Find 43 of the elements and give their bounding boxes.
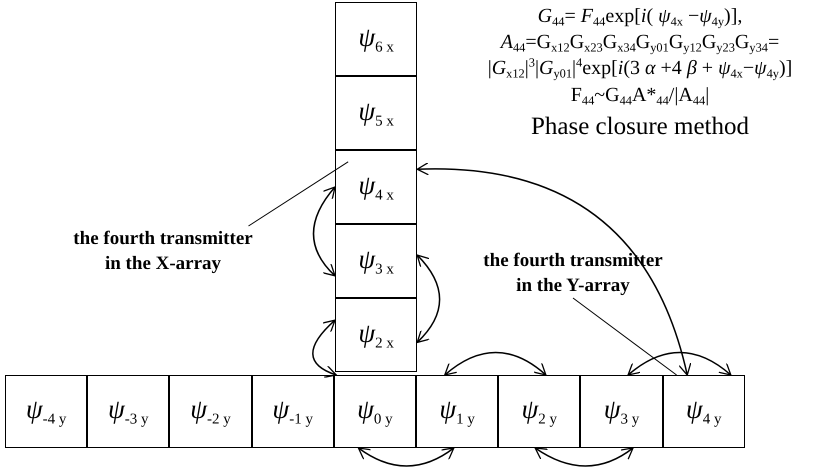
array-cell: [169, 375, 252, 448]
formula: G$_{44}$= F$_{44}$exp[i( ψ$_{4x}$ −ψ$_{4y}$)],: [536, 6, 744, 28]
array-cell: [335, 76, 418, 150]
formula: |G$_{x12}$|$^{3}$|G$_{y01}$|$^{4}$exp[i(3 α +4 β + ψ$_{4x}$−ψ$_{4y}$)]: [486, 57, 794, 81]
leader-line: [248, 161, 349, 226]
phase-label: ψ$_{2 x}$: [358, 318, 394, 352]
array-cell: [5, 375, 88, 448]
array-cell: [580, 375, 663, 448]
arrow: [416, 162, 691, 376]
phase-label: ψ$_{-1 y}$: [272, 394, 313, 429]
phase-label: ψ$_{4 y}$: [686, 394, 722, 429]
phase-label: ψ$_{6 x}$: [358, 22, 394, 56]
phase-label: ψ$_{4 x}$: [358, 170, 394, 204]
phase-label: ψ$_{3 x}$: [358, 244, 394, 278]
array-cell: [335, 150, 418, 224]
array-cell: [416, 375, 498, 448]
phase-label: ψ$_{2 y}$: [522, 394, 558, 429]
arrow: [627, 352, 732, 376]
method-title: Phase closure method: [530, 114, 750, 139]
arrow: [312, 320, 337, 378]
array-cell: [334, 375, 416, 448]
arrow: [312, 186, 336, 276]
array-cell: [335, 224, 418, 298]
phase-label: ψ$_{3 y}$: [604, 394, 640, 429]
array-cell: [498, 375, 580, 448]
arrow: [444, 352, 547, 376]
phase-label: ψ$_{0 y}$: [357, 394, 393, 429]
leader-line: [572, 298, 678, 376]
array-cell: [252, 375, 334, 448]
array-cell: [335, 298, 418, 372]
arrow: [416, 254, 440, 344]
phase-label: ψ$_{-3 y}$: [108, 394, 149, 429]
phase-label: ψ$_{-2 y}$: [190, 394, 231, 429]
array-cell: [335, 2, 418, 76]
formula: A$_{44}$=G$_{x12}$G$_{x23}$G$_{x34}$G$_{y01}$G$_{y12}$G$_{y23}$G$_{y34}$=: [498, 32, 780, 54]
phase-label: ψ$_{1 y}$: [439, 394, 475, 429]
formula: F$_{44}$~G$_{44}$A*$_{44}$/|A$_{44}$|: [570, 85, 710, 108]
array-cell: [87, 375, 170, 448]
arrow: [534, 447, 634, 467]
arrow: [358, 447, 454, 467]
array-cell: [662, 375, 745, 448]
phase-label: ψ$_{5 x}$: [358, 96, 394, 130]
phase-label: ψ$_{-4 y}$: [26, 394, 66, 429]
